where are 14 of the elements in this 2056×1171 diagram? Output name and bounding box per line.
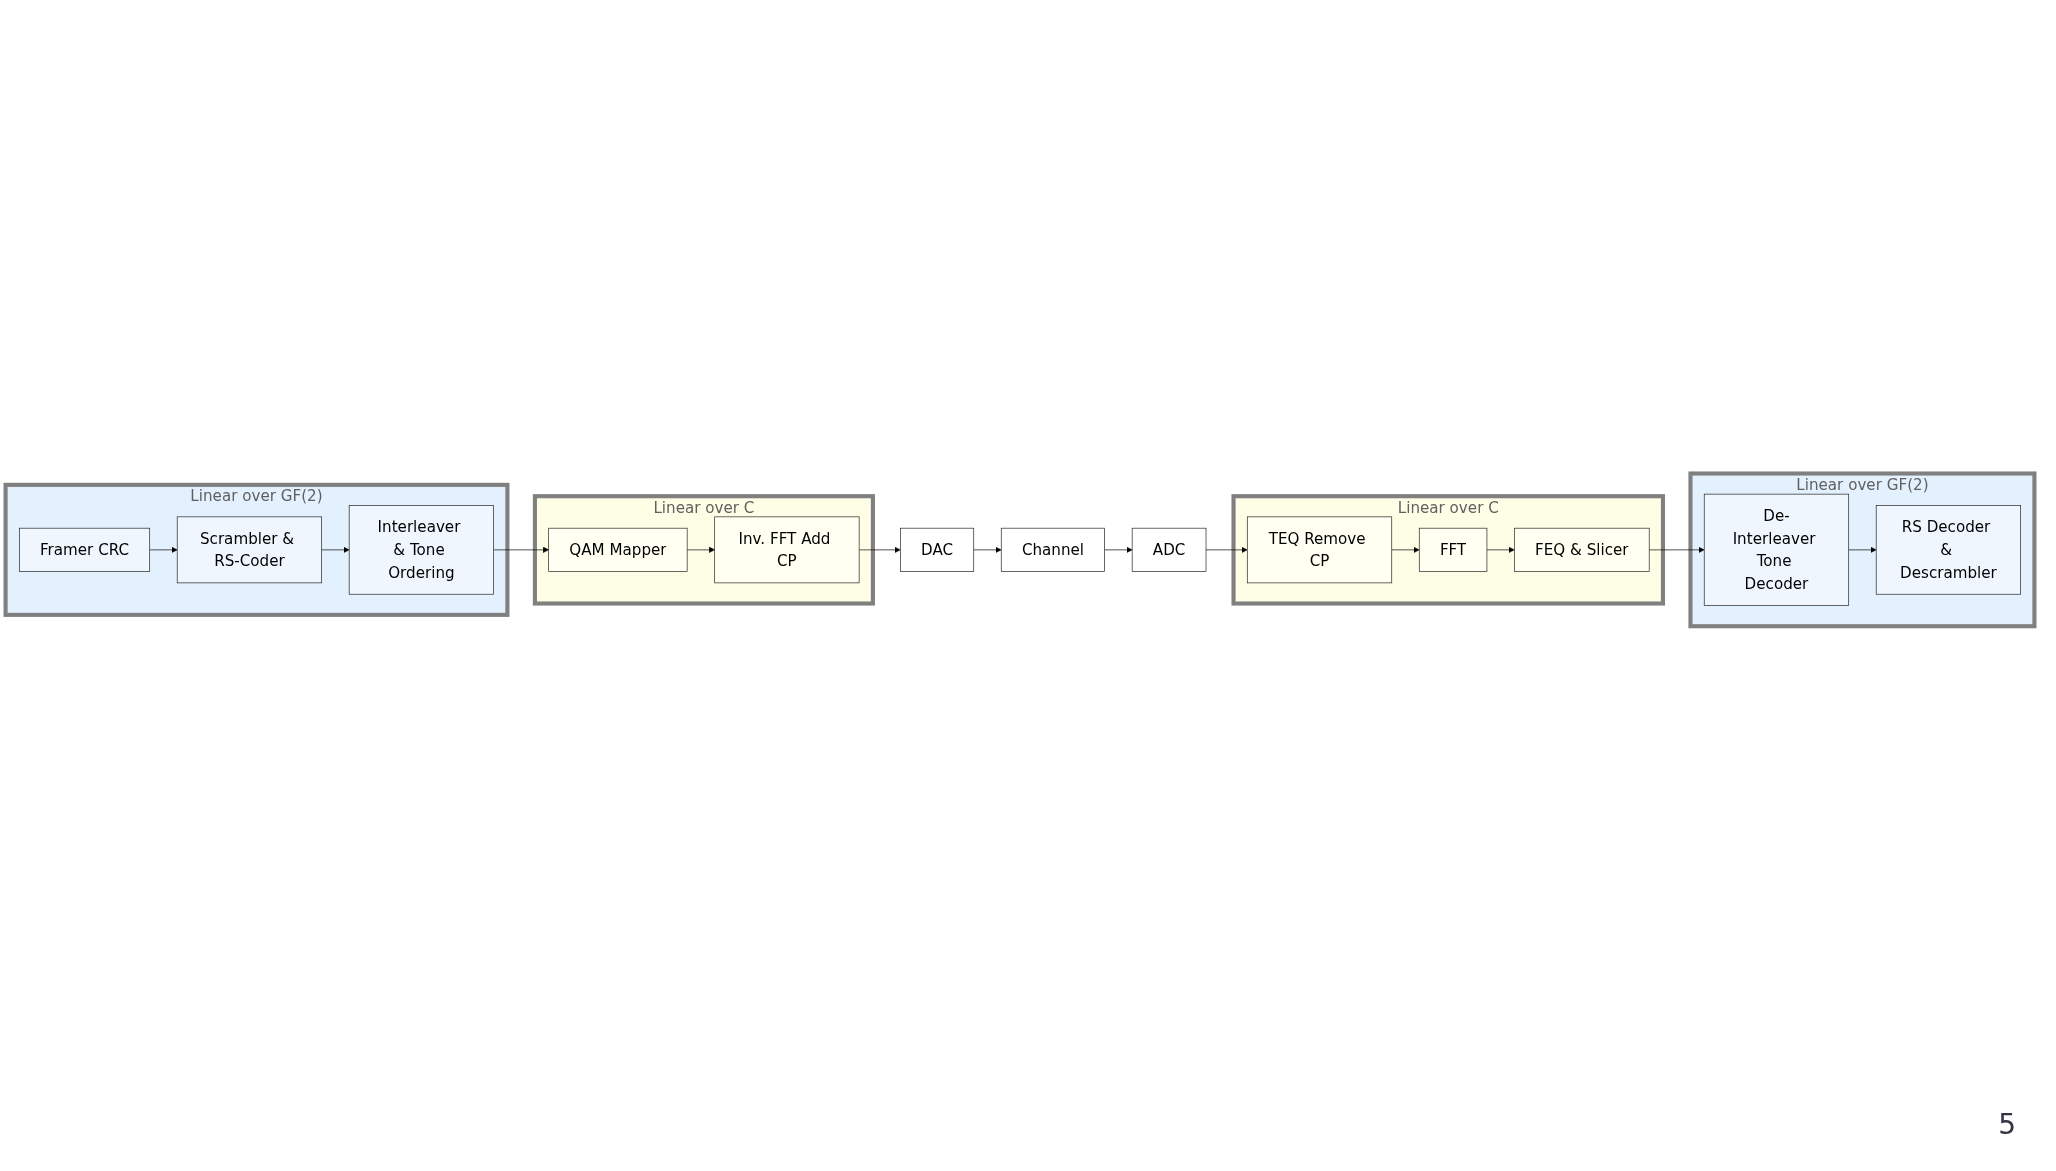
node-box: Channel <box>1000 528 1105 572</box>
node-box: De-Interleaver Tone Decoder <box>1703 493 1850 607</box>
node-box: FFT <box>1418 528 1488 572</box>
node-box: QAM Mapper <box>548 528 688 572</box>
node-box: Interleaver & Tone Ordering <box>348 505 494 595</box>
node-box: FEQ & Slicer <box>1514 528 1650 572</box>
node-box: RS Decoder & Descrambler <box>1875 505 2021 595</box>
node-box: TEQ Remove CP <box>1246 516 1393 584</box>
node-box: ADC <box>1131 528 1207 572</box>
node-box: Scrambler & RS-Coder <box>176 516 322 584</box>
node-box: Framer CRC <box>19 528 151 572</box>
node-box: DAC <box>900 528 975 572</box>
page-number: 5 <box>1998 1108 2016 1141</box>
node-box: Inv. FFT Add CP <box>714 516 860 584</box>
